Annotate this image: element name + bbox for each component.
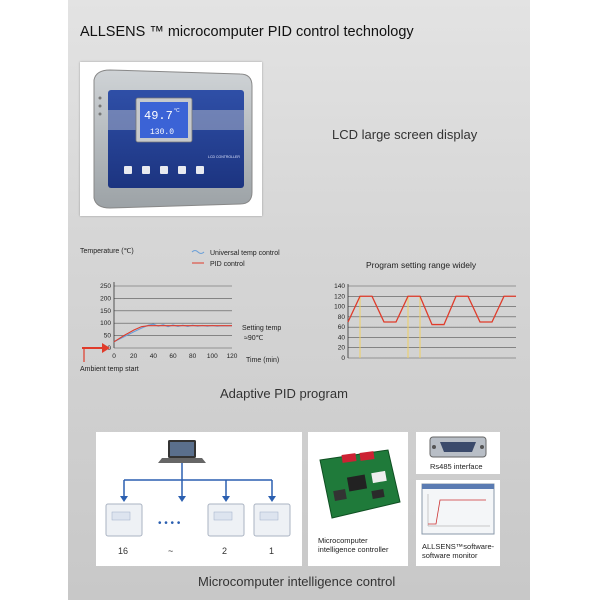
lcd-main-reading: 49.7 <box>144 109 173 123</box>
y-tick-label: 100 <box>334 304 345 311</box>
page-title: ALLSENS ™ microcomputer PID control tech… <box>80 24 414 40</box>
ambient-label: Ambient temp start <box>80 366 139 373</box>
network-diagram: • • • • 16 ~ 2 1 <box>96 432 302 566</box>
lcd-caption: LCD large screen display <box>332 127 478 142</box>
y-tick-label: 50 <box>104 333 112 340</box>
lcd-unit: °C <box>174 108 180 114</box>
y-tick-label: 20 <box>338 345 346 352</box>
pid-chart: Temperature (℃) Universal temp control P… <box>80 248 281 373</box>
software-card: ALLSENS™software-software monitor <box>416 480 500 566</box>
x-tick-label: 120 <box>227 353 238 360</box>
incubator-unit-icon <box>207 503 245 537</box>
software-caption: ALLSENS™software-software monitor <box>422 542 495 560</box>
y-tick-label: 200 <box>100 295 111 302</box>
y-tick-label: 120 <box>334 293 345 300</box>
controller-photo: 49.7 °C 130.0 LCD CONTROLLER <box>80 62 262 216</box>
y-tick-label: 250 <box>100 283 111 290</box>
series-line <box>347 295 516 326</box>
unit-label-tilde: ~ <box>168 546 173 556</box>
controller-board-card: Microcomputer intelligence controller <box>308 432 408 566</box>
pid-caption: Adaptive PID program <box>220 386 348 401</box>
program-ticks: 0 20 40 60 80 100 120 140 <box>334 283 345 362</box>
program-grid <box>347 284 516 359</box>
y-tick-label: 60 <box>338 324 346 331</box>
series-line <box>113 325 232 343</box>
ambient-arrowhead-icon <box>102 343 110 353</box>
time-axis-label: Time (min) <box>246 357 279 364</box>
y-tick-label: 0 <box>341 355 345 362</box>
unit-dots: • • • • <box>158 518 181 529</box>
micro-caption: Microcomputer intelligence control <box>198 574 396 589</box>
y-tick-label: 150 <box>100 308 111 315</box>
legend-pid: PID control <box>210 261 245 268</box>
y-tick-label: 140 <box>334 283 345 290</box>
controller-illustration: 49.7 °C 130.0 LCD CONTROLLER <box>93 69 253 209</box>
x-tick-label: 0 <box>112 353 116 360</box>
y-tick-label: 80 <box>338 314 346 321</box>
series-line <box>113 323 233 343</box>
legend-universal: Universal temp control <box>210 250 280 257</box>
lcd-set-reading: 130.0 <box>150 128 174 137</box>
pid-series <box>113 323 233 343</box>
pid-grid <box>113 282 232 349</box>
x-tick-label: 80 <box>189 353 197 360</box>
x-tick-label: 40 <box>150 353 158 360</box>
serial-port-icon <box>429 436 487 458</box>
lcd-controller-label: LCD CONTROLLER <box>208 155 240 159</box>
circuit-board-image <box>319 449 401 519</box>
rs485-caption: Rs485 interface <box>430 462 483 471</box>
x-tick-label: 100 <box>207 353 218 360</box>
pid-ylabel: Temperature (℃) <box>80 248 134 255</box>
x-tick-label: 20 <box>130 353 138 360</box>
setting-temp-value: ≈90℃ <box>244 335 264 342</box>
unit-label-2: 2 <box>222 546 227 556</box>
x-tick-label: 60 <box>169 353 177 360</box>
setting-temp-label: Setting temp <box>242 325 281 332</box>
y-tick-label: 100 <box>100 320 111 327</box>
software-screenshot <box>421 483 495 535</box>
unit-label-1: 1 <box>269 546 274 556</box>
program-chart: Program setting range widely 0 20 40 60 80 10… <box>334 260 516 362</box>
y-tick-label: 0 <box>107 345 111 352</box>
rs485-card: Rs485 interface <box>416 432 500 474</box>
incubator-unit-icon <box>253 503 291 537</box>
controller-buttons <box>124 166 204 174</box>
network-illustration: • • • • 16 ~ 2 1 <box>105 440 291 556</box>
incubator-unit-icon <box>105 503 143 537</box>
controller-caption: Microcomputer intelligence controller <box>318 536 389 554</box>
laptop-icon <box>158 440 206 463</box>
y-tick-label: 40 <box>338 334 346 341</box>
unit-label-16: 16 <box>118 546 128 556</box>
program-title: Program setting range widely <box>366 260 477 270</box>
legend-universal-swatch <box>191 250 205 254</box>
program-series <box>347 295 516 326</box>
pid-ticks: 0 50 100 150 200 250 0 20 40 60 80 100 120 <box>100 283 238 360</box>
